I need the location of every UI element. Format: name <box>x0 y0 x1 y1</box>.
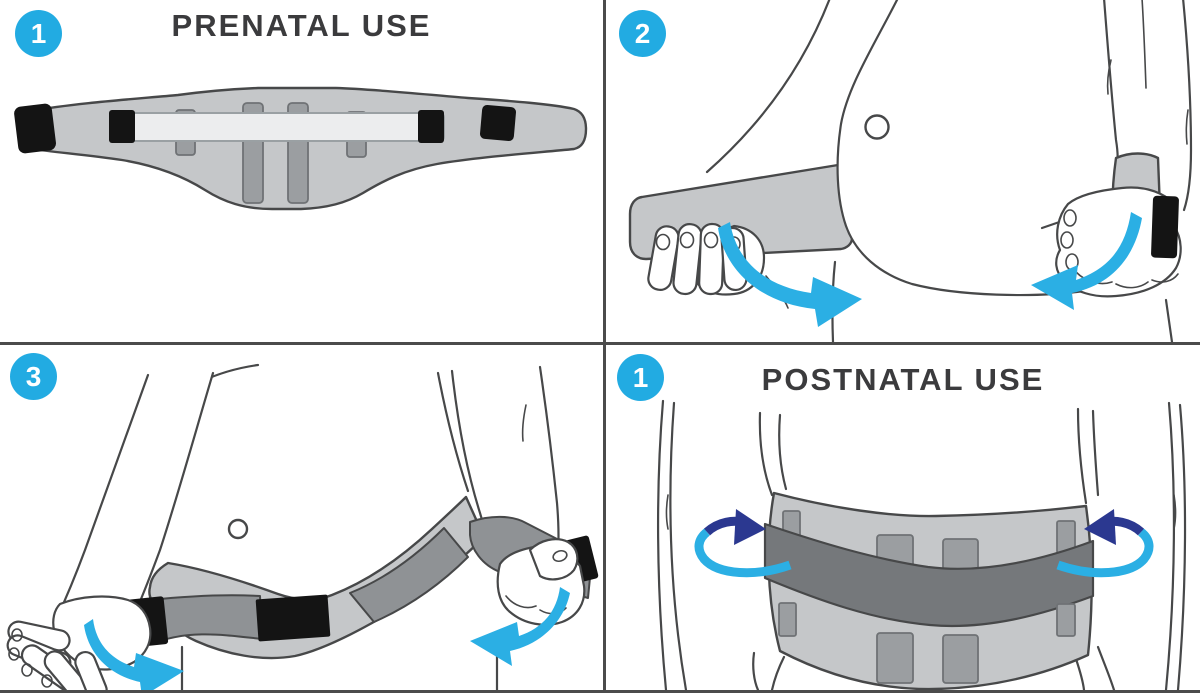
step-badge: 1 <box>617 354 664 401</box>
panel-postnatal-step-1: 1 POSTNATAL USE <box>606 345 1200 690</box>
left-arm <box>54 371 215 622</box>
panel-prenatal-step-1: 1 PRENATAL USE <box>0 0 603 342</box>
horizontal-divider <box>0 342 1200 345</box>
prenatal-title: PRENATAL USE <box>171 8 432 43</box>
step-number: 1 <box>632 361 649 393</box>
step-badge: 1 <box>15 10 62 57</box>
velcro-tab <box>1151 195 1179 259</box>
inner-strap-right <box>349 527 469 623</box>
body-outline <box>656 399 1187 690</box>
right-hand-fist <box>1055 186 1182 298</box>
right-leg-line <box>1164 298 1174 342</box>
panel-prenatal-step-3: 3 <box>0 345 603 690</box>
arrow-down-left <box>1031 212 1142 310</box>
wrap-arrow-left <box>694 509 792 578</box>
belt-flat-illustration <box>14 86 588 211</box>
panel-prenatal-step-2: 2 <box>606 0 1200 342</box>
torso-line <box>705 0 831 174</box>
velcro-tabs <box>14 103 517 154</box>
wrap-belt-illustration <box>628 0 1200 342</box>
step-number: 3 <box>25 360 42 392</box>
wrap-arrow-right <box>1056 509 1154 578</box>
fasten-belt-illustration <box>6 363 599 690</box>
arrow-down-right <box>718 222 862 327</box>
step-number: 2 <box>634 17 651 49</box>
step-badge: 2 <box>619 10 666 57</box>
right-torso-line <box>436 371 470 493</box>
postnatal-belt-illustration <box>656 399 1187 690</box>
postnatal-title: POSTNATAL USE <box>761 362 1045 397</box>
arrow-down-right <box>84 619 184 690</box>
arrow-down-left <box>470 587 570 666</box>
belt-stays-bottom <box>778 602 1076 684</box>
velcro-patch <box>255 594 331 642</box>
navel <box>227 518 249 540</box>
left-hand-spread <box>6 595 152 690</box>
step-badge: 3 <box>10 353 57 400</box>
vertical-divider <box>603 0 606 693</box>
bottom-border <box>0 690 1200 693</box>
step-number: 1 <box>30 17 47 49</box>
navel <box>864 114 890 140</box>
front-strap <box>129 112 445 142</box>
left-hand-fist <box>647 222 789 309</box>
